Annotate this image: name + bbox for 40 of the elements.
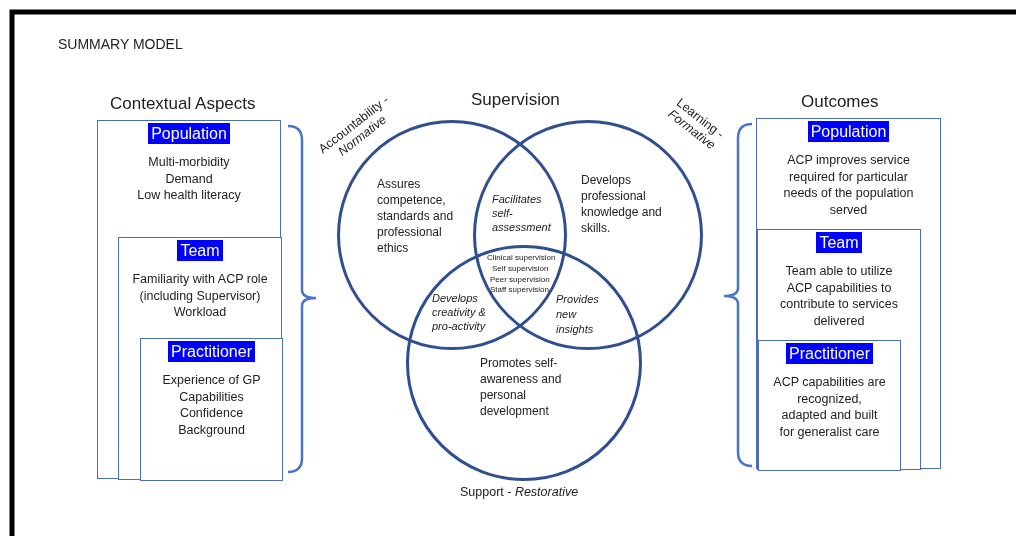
box-text: Low health literacy [136, 187, 242, 204]
circle-label: Support - Restorative [460, 485, 579, 499]
box-text: ACP improves service required for particular needs of the population served [782, 152, 915, 218]
overlap-text: Self supervision [492, 264, 549, 273]
circle-text: Promotes self-awareness and personal development [480, 355, 563, 419]
box-text: Experience of GP [161, 372, 262, 389]
box-text: Familiarity with ACP role [131, 271, 269, 288]
box-text: Workload [172, 304, 228, 321]
nested-box [756, 118, 941, 469]
box-text: Team able to utilize ACP capabilities to contribute to services delivered [778, 263, 900, 329]
box-text: Background [177, 421, 246, 438]
overlap-text: Facilitates self-assessment [492, 192, 552, 234]
nested-box [757, 229, 921, 470]
section-heading: Outcomes [801, 92, 879, 112]
nested-box [97, 120, 281, 479]
section-heading: Contextual Aspects [110, 94, 256, 114]
box-text: Multi-morbidity [147, 154, 231, 171]
section-heading: Supervision [471, 90, 560, 110]
box-text: Demand [164, 170, 214, 187]
box-heading: Practitioner [786, 343, 873, 364]
box-text: Capabilities [178, 388, 245, 405]
box-heading: Population [807, 121, 890, 142]
overlap-text: Peer supervision [490, 275, 550, 284]
nested-box [140, 338, 283, 481]
box-heading: Team [177, 240, 223, 261]
overlap-text: Provides new insights [556, 292, 600, 337]
circle-text: Develops professional knowledge and skills. [581, 172, 663, 236]
box-heading: Practitioner [168, 341, 255, 362]
box-text: (including Supervisor) [138, 287, 262, 304]
box-text: Confidence [178, 405, 245, 422]
title: SUMMARY MODEL [58, 36, 183, 52]
overlap-text: Staff supervision [490, 285, 549, 294]
box-text: ACP capabilities are recognized, adapted and built for generalist care [773, 374, 886, 440]
box-heading: Team [816, 232, 862, 253]
nested-box [118, 237, 282, 480]
box-heading: Population [148, 123, 230, 144]
overlap-text: Develops creativity & pro-activity [432, 291, 487, 333]
circle-text: Assures competence, standards and professional ethics [377, 176, 455, 256]
overlap-text: Clinical supervision [487, 253, 556, 262]
nested-box [758, 340, 901, 471]
